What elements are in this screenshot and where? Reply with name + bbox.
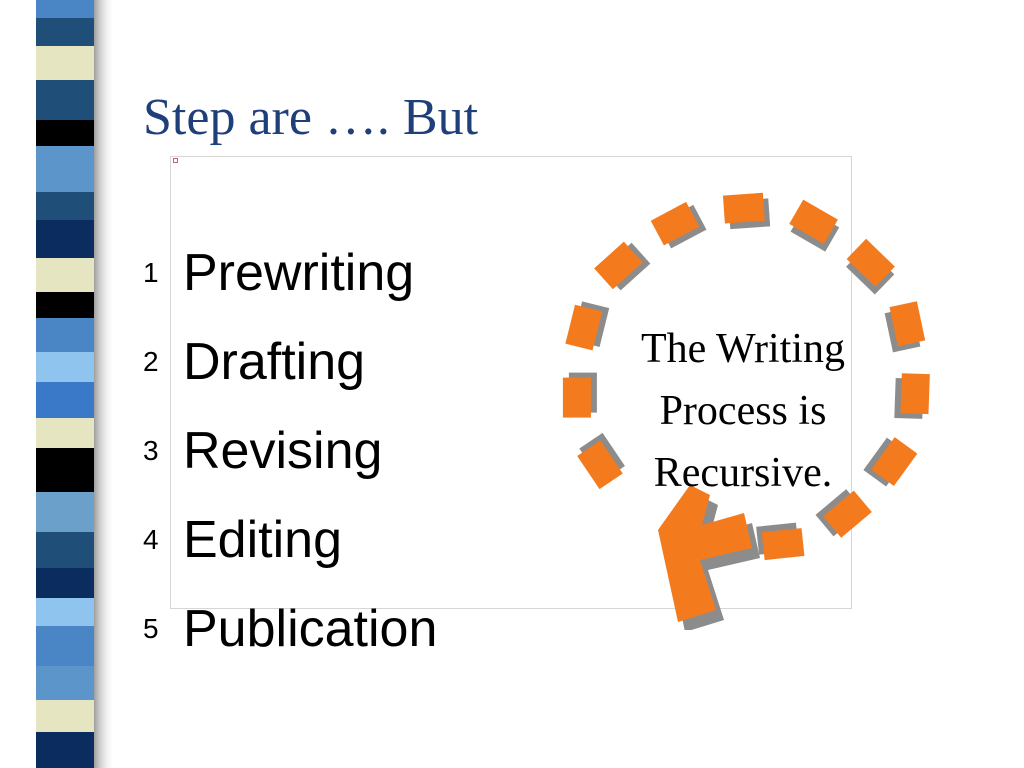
cycle-dash: [722, 192, 771, 230]
cycle-dash: [815, 489, 872, 538]
cycle-dash: [894, 373, 930, 419]
cycle-caption-line: The Writing: [641, 326, 845, 372]
stripe-block: [36, 18, 94, 47]
cycle-dash: [594, 241, 651, 291]
cycle-caption-line: Process is: [659, 388, 827, 434]
steps-list: 1 Prewriting 2 Drafting 3 Revising 4 Editing…: [143, 228, 437, 673]
cycle-caption-line: Recursive.: [653, 450, 833, 496]
stripe-block: [36, 598, 94, 627]
cycle-dash: [756, 522, 805, 561]
cycle-dash: [577, 432, 625, 490]
cycle-arrow-icon: [658, 485, 760, 630]
stripe-block: [36, 146, 94, 193]
stripe-block: [36, 532, 94, 569]
cycle-dash: [863, 437, 918, 487]
stripe-block: [36, 192, 94, 221]
cycle-dash: [789, 199, 840, 252]
cycle-dash: [884, 301, 926, 353]
step-number: 3: [143, 434, 159, 466]
stripe-block: [36, 80, 94, 121]
stripe-block: [36, 292, 94, 319]
cycle-caption: The Writing Process is Recursive.: [600, 318, 886, 504]
list-item: 1 Prewriting: [143, 228, 437, 317]
stripe-block: [36, 220, 94, 259]
cycle-dash: [846, 238, 895, 295]
list-item: 2 Drafting: [143, 317, 437, 406]
step-number: 5: [143, 612, 159, 644]
decorative-stripe: [36, 0, 115, 768]
recursive-cycle-graphic: [562, 192, 930, 630]
slide-title: Step are …. But: [143, 89, 479, 146]
stripe-block: [36, 382, 94, 419]
step-label: Drafting: [183, 332, 366, 391]
step-number: 4: [143, 523, 159, 555]
frame-marker-icon: [173, 158, 178, 163]
embedded-object-frame: [170, 156, 852, 609]
list-item: 4 Editing: [143, 495, 437, 584]
stripe-block: [36, 492, 94, 533]
stripe-block: [36, 352, 94, 383]
cycle-dash: [565, 301, 610, 351]
step-label: Prewriting: [183, 243, 415, 302]
step-label: Revising: [183, 421, 383, 480]
step-label: Editing: [183, 510, 342, 569]
list-item: 5 Publication: [143, 584, 437, 673]
stripe-block: [36, 258, 94, 293]
step-number: 1: [143, 256, 159, 288]
stripe-block: [36, 700, 94, 733]
stripe-block: [36, 318, 94, 353]
stripe-block: [36, 46, 94, 81]
list-item: 3 Revising: [143, 406, 437, 495]
cycle-dash: [562, 372, 597, 418]
stripe-block: [36, 732, 94, 768]
step-number: 2: [143, 345, 159, 377]
step-label: Publication: [183, 599, 438, 658]
stripe-block: [36, 626, 94, 667]
stripe-block: [36, 418, 94, 449]
stripe-block: [36, 0, 94, 19]
stripe-block: [36, 666, 94, 701]
stripe-block: [36, 448, 94, 493]
stripe-block: [36, 120, 94, 147]
stripe-block: [36, 568, 94, 599]
cycle-dash: [650, 201, 707, 249]
